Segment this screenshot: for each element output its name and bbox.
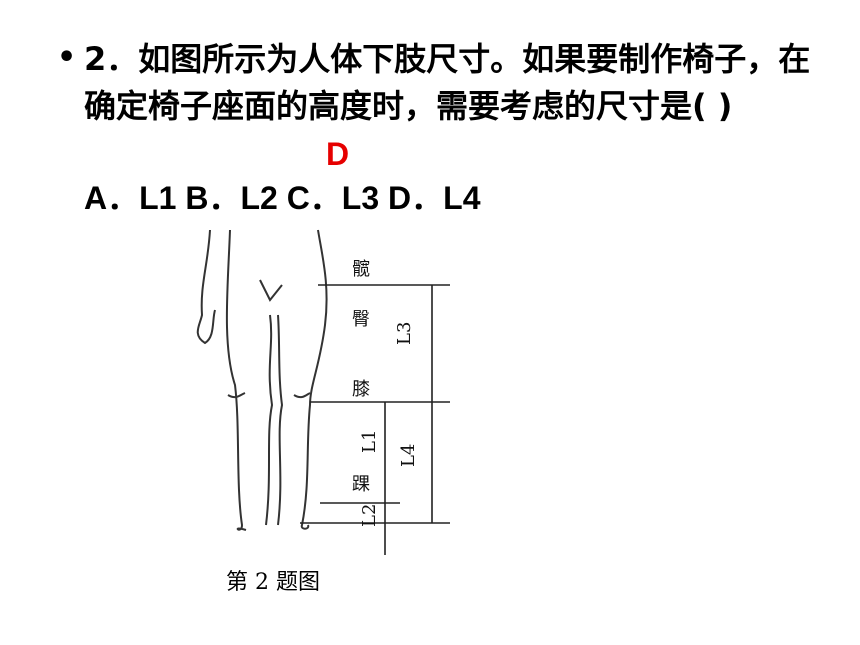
label-knee: 膝: [352, 379, 370, 400]
lower-limb-figure: 髋 臀 膝 踝 L3 L4 L1 L2: [196, 229, 450, 555]
answer-options: A．L1 B．L2 C．L3 D．L4: [84, 180, 481, 216]
label-buttock: 臀: [352, 309, 370, 330]
question-text: 2．如图所示为人体下肢尺寸。如果要制作椅子，在确定椅子座面的高度时，需要考虑的尺…: [84, 40, 811, 125]
leg-outline: [196, 229, 328, 531]
bullet: •: [57, 40, 77, 75]
label-L2: L2: [359, 504, 380, 527]
figure-caption: 第 2 题图: [226, 570, 320, 595]
label-L3: L3: [394, 322, 415, 345]
answer-mark: D: [326, 136, 350, 172]
dimension-lines: [300, 284, 450, 555]
label-L4: L4: [398, 444, 419, 467]
label-ankle: 踝: [352, 474, 370, 495]
label-hip: 髋: [352, 259, 370, 280]
label-L1: L1: [359, 430, 380, 453]
